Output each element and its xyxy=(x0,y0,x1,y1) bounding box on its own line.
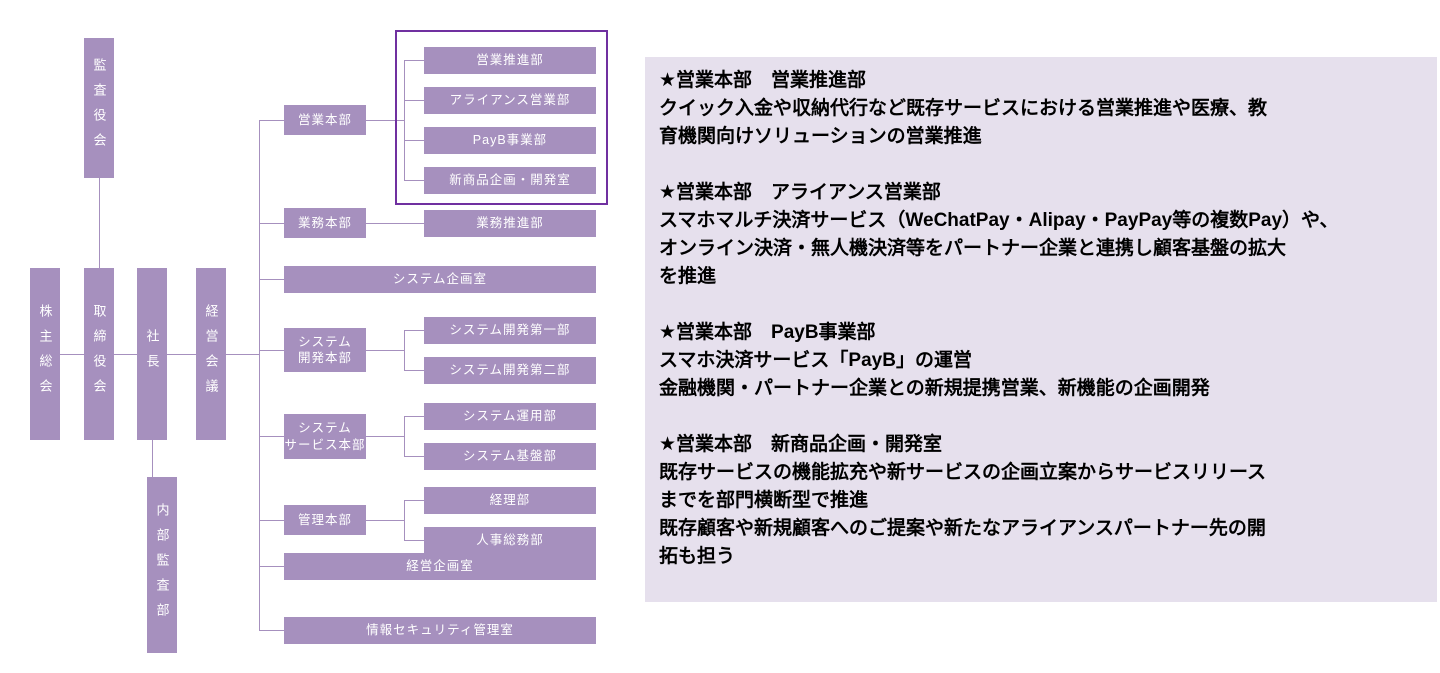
descriptions-panel: ★営業本部 営業推進部 クイック入金や収納代行など既存サービスにおける営業推進や… xyxy=(645,57,1437,602)
dept-system-service-division-box: システム サービス本部 xyxy=(284,414,366,459)
org-internal-audit-dept-box: 内部監査部 xyxy=(147,477,177,653)
subdept-system-operation-box: システム運用部 xyxy=(424,403,596,430)
dept-corporate-planning-office-box: 経営企画室 xyxy=(284,553,596,580)
section-title: ★営業本部 営業推進部 xyxy=(659,70,867,91)
connector-line xyxy=(366,520,404,521)
subdept-system-infrastructure-box: システム基盤部 xyxy=(424,443,596,470)
panel-section: ★営業本部 アライアンス営業部 スマホマルチ決済サービス（WeChatPay・A… xyxy=(659,179,1423,291)
connector-line xyxy=(404,370,424,371)
connector-line xyxy=(259,520,284,521)
connector-line xyxy=(259,120,260,631)
section-text-line: 既存顧客や新規顧客へのご提案や新たなアライアンスパートナー先の開 xyxy=(659,518,1266,539)
connector-line xyxy=(404,180,424,181)
subdept-accounting-box: 経理部 xyxy=(424,487,596,514)
dept-sales-division-box: 営業本部 xyxy=(284,105,366,135)
subdept-payb-business-box: PayB事業部 xyxy=(424,127,596,154)
subdept-sales-promotion-box: 営業推進部 xyxy=(424,47,596,74)
connector-line xyxy=(366,350,404,351)
connector-line xyxy=(259,566,284,567)
section-text-line: 金融機関・パートナー企業との新規提携営業、新機能の企画開発 xyxy=(659,378,1210,399)
section-title: ★営業本部 アライアンス営業部 xyxy=(659,182,941,203)
section-title: ★営業本部 PayB事業部 xyxy=(659,322,876,343)
connector-line xyxy=(226,354,259,355)
panel-section: ★営業本部 営業推進部 クイック入金や収納代行など既存サービスにおける営業推進や… xyxy=(659,67,1423,151)
connector-line xyxy=(404,540,424,541)
connector-line xyxy=(167,354,196,355)
subdept-alliance-sales-box: アライアンス営業部 xyxy=(424,87,596,114)
panel-section: ★営業本部 新商品企画・開発室 既存サービスの機能拡充や新サービスの企画立案から… xyxy=(659,431,1423,571)
connector-line xyxy=(152,440,153,477)
org-board-of-directors-box: 取締役会 xyxy=(84,268,114,440)
section-text-line: 育機関向けソリューションの営業推進 xyxy=(659,126,982,147)
subdept-new-product-planning-box: 新商品企画・開発室 xyxy=(424,167,596,194)
connector-line xyxy=(404,416,405,457)
connector-line xyxy=(404,500,424,501)
connector-line xyxy=(259,223,284,224)
connector-line xyxy=(404,330,405,371)
connector-line xyxy=(404,140,424,141)
connector-line xyxy=(404,330,424,331)
connector-line xyxy=(404,456,424,457)
org-audit-committee-box: 監査役会 xyxy=(84,38,114,178)
dept-administration-division-box: 管理本部 xyxy=(284,505,366,535)
subdept-hr-general-affairs-box: 人事総務部 xyxy=(424,527,596,554)
connector-line xyxy=(60,354,84,355)
org-shareholders-meeting-box: 株主総会 xyxy=(30,268,60,440)
section-text-line: スマホ決済サービス「PayB」の運営 xyxy=(659,350,972,371)
connector-line xyxy=(259,350,284,351)
section-text-line: 既存サービスの機能拡充や新サービスの企画立案からサービスリリース xyxy=(659,462,1267,483)
connector-line xyxy=(366,120,404,121)
connector-line xyxy=(366,436,404,437)
dept-information-security-office-box: 情報セキュリティ管理室 xyxy=(284,617,596,644)
section-text-line: を推進 xyxy=(659,266,717,287)
connector-line xyxy=(366,223,424,224)
section-text-line: クイック入金や収納代行など既存サービスにおける営業推進や医療、教 xyxy=(659,98,1268,119)
connector-line xyxy=(259,120,284,121)
connector-line xyxy=(404,500,405,541)
section-text-line: までを部門横断型で推進 xyxy=(659,490,869,511)
dept-system-development-division-box: システム 開発本部 xyxy=(284,328,366,372)
connector-line xyxy=(404,60,424,61)
sales-division-highlight-rectangle xyxy=(395,30,608,205)
connector-line xyxy=(404,100,424,101)
section-text-line: スマホマルチ決済サービス（WeChatPay・Alipay・PayPay等の複数… xyxy=(659,210,1339,231)
connector-line xyxy=(259,436,284,437)
connector-line xyxy=(99,178,100,268)
org-president-box: 社長 xyxy=(137,268,167,440)
connector-line xyxy=(404,416,424,417)
connector-line xyxy=(404,60,405,181)
dept-system-planning-office-box: システム企画室 xyxy=(284,266,596,293)
org-management-council-box: 経営会議 xyxy=(196,268,226,440)
section-title: ★営業本部 新商品企画・開発室 xyxy=(659,434,943,455)
section-text-line: 拓も担う xyxy=(659,546,736,567)
subdept-system-dev-1-box: システム開発第一部 xyxy=(424,317,596,344)
subdept-operations-promotion-box: 業務推進部 xyxy=(424,210,596,237)
connector-line xyxy=(259,279,284,280)
section-text-line: オンライン決済・無人機決済等をパートナー企業と連携し顧客基盤の拡大 xyxy=(659,238,1287,259)
subdept-system-dev-2-box: システム開発第二部 xyxy=(424,357,596,384)
dept-operations-division-box: 業務本部 xyxy=(284,208,366,238)
connector-line xyxy=(114,354,137,355)
connector-line xyxy=(259,630,284,631)
panel-section: ★営業本部 PayB事業部 スマホ決済サービス「PayB」の運営 金融機関・パー… xyxy=(659,319,1423,403)
